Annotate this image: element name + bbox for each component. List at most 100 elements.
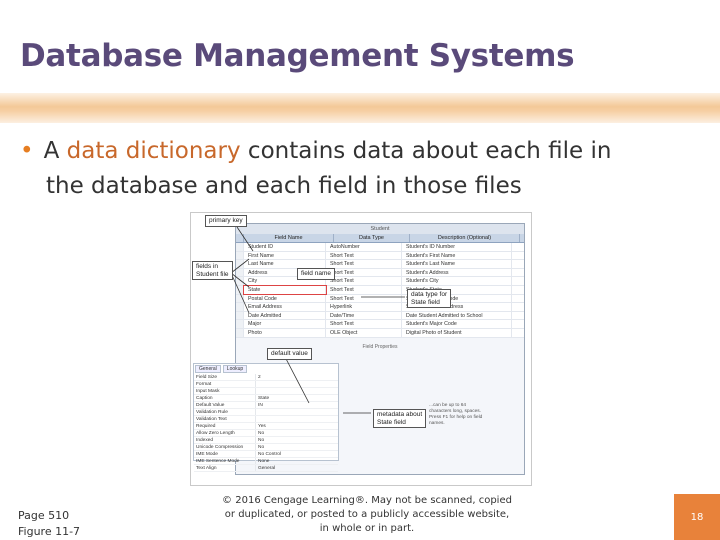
- property-name: Validation Text: [194, 416, 256, 422]
- footer-figure-ref: Figure 11-7: [18, 525, 81, 538]
- property-value: No: [258, 445, 265, 450]
- row-selector: [236, 268, 244, 277]
- data-type-cell: OLE Object: [326, 328, 402, 337]
- data-dictionary-figure: Student Field Name Data Type Description…: [190, 212, 532, 486]
- data-type-cell: Date/Time: [326, 311, 402, 320]
- field-name-cell: Last Name: [244, 260, 326, 268]
- property-value: [256, 388, 338, 394]
- property-help-text: ...can be up to 64 characters long, spac…: [429, 403, 483, 426]
- row-selector: [236, 260, 244, 268]
- data-type-cell: Short Text: [326, 260, 402, 268]
- description-cell: Student's City: [402, 277, 512, 285]
- field-properties-label: Field Properties: [362, 343, 398, 350]
- property-value: 2: [258, 375, 261, 380]
- data-type-cell: Hyperlink: [326, 303, 402, 311]
- property-name: Caption: [194, 395, 256, 401]
- row-selector: [236, 285, 244, 294]
- bullet-term: data dictionary: [66, 138, 241, 164]
- column-header-row: Field Name Data Type Description (Option…: [236, 234, 524, 243]
- description-cell: Student's Address: [402, 268, 512, 277]
- description-cell: Student's Last Name: [402, 260, 512, 268]
- property-name: Allow Zero Length: [194, 430, 256, 436]
- row-selector: [236, 320, 244, 328]
- property-name: Format: [194, 381, 256, 387]
- data-type-cell: Short Text: [326, 277, 402, 285]
- footer-page-ref: Page 510: [18, 509, 70, 522]
- property-value: [256, 416, 338, 422]
- callout-primary-key: primary key: [205, 215, 247, 227]
- property-name: Unicode Compression: [194, 444, 256, 450]
- field-name-cell: Postal Code: [244, 294, 326, 303]
- field-name-cell: Email Address: [244, 303, 326, 311]
- property-name: IME Mode: [194, 451, 256, 457]
- property-name: IME Sentence Mode: [194, 458, 256, 464]
- bullet-prefix: A: [43, 138, 67, 164]
- field-name-cell: Photo: [244, 328, 326, 337]
- property-value: Yes: [258, 424, 266, 429]
- row-selector: [236, 277, 244, 285]
- row-selector: [236, 328, 244, 337]
- property-value: No: [258, 431, 265, 436]
- field-name-cell: State: [243, 285, 327, 295]
- row-selector: [236, 303, 244, 311]
- property-value: State: [258, 396, 270, 401]
- field-row: Email AddressHyperlinkStudent's Email Ad…: [236, 303, 524, 312]
- property-value: None: [258, 459, 270, 464]
- property-name: Validation Rule: [194, 409, 256, 415]
- column-header-data-type: Data Type: [334, 234, 410, 242]
- callout-default-value: default value: [267, 348, 312, 360]
- property-name: Text Align: [194, 465, 256, 471]
- property-row: Validation Rule: [194, 409, 338, 416]
- property-value: General: [258, 466, 276, 471]
- title-accent-band: [0, 93, 720, 123]
- bullet-dot-icon: •: [20, 138, 34, 164]
- property-row: Input Mask: [194, 388, 338, 395]
- props-tab-lookup: Lookup: [222, 365, 248, 373]
- bullet-line1-rest: contains data about each file in: [240, 138, 612, 164]
- slide-title: Database Management Systems: [20, 38, 575, 74]
- property-value: IN: [258, 403, 263, 408]
- row-selector-header: [236, 234, 244, 242]
- field-name-cell: City: [244, 277, 326, 285]
- row-selector: [236, 311, 244, 320]
- row-selector: [236, 251, 244, 260]
- footer-reference: Page 510 Figure 11-7: [18, 508, 80, 540]
- data-type-cell: Short Text: [326, 251, 402, 260]
- callout-metadata: metadata about State field: [373, 409, 427, 428]
- property-name: Input Mask: [194, 388, 256, 394]
- callout-field-name: field name: [297, 268, 335, 280]
- data-type-cell: Short Text: [326, 285, 402, 294]
- callout-data-type: data type for State field: [407, 289, 452, 308]
- column-header-description: Description (Optional): [410, 234, 520, 242]
- data-type-cell: Short Text: [326, 268, 402, 277]
- field-name-cell: Date Admitted: [244, 311, 326, 320]
- row-selector: [236, 243, 244, 251]
- field-name-cell: Major: [244, 320, 326, 328]
- column-header-field-name: Field Name: [244, 234, 334, 242]
- description-cell: Student's First Name: [402, 251, 512, 260]
- footer-copyright: © 2016 Cengage Learning®. May not be sca…: [222, 495, 512, 534]
- property-value: [256, 409, 338, 415]
- props-tab-general: General: [195, 365, 221, 373]
